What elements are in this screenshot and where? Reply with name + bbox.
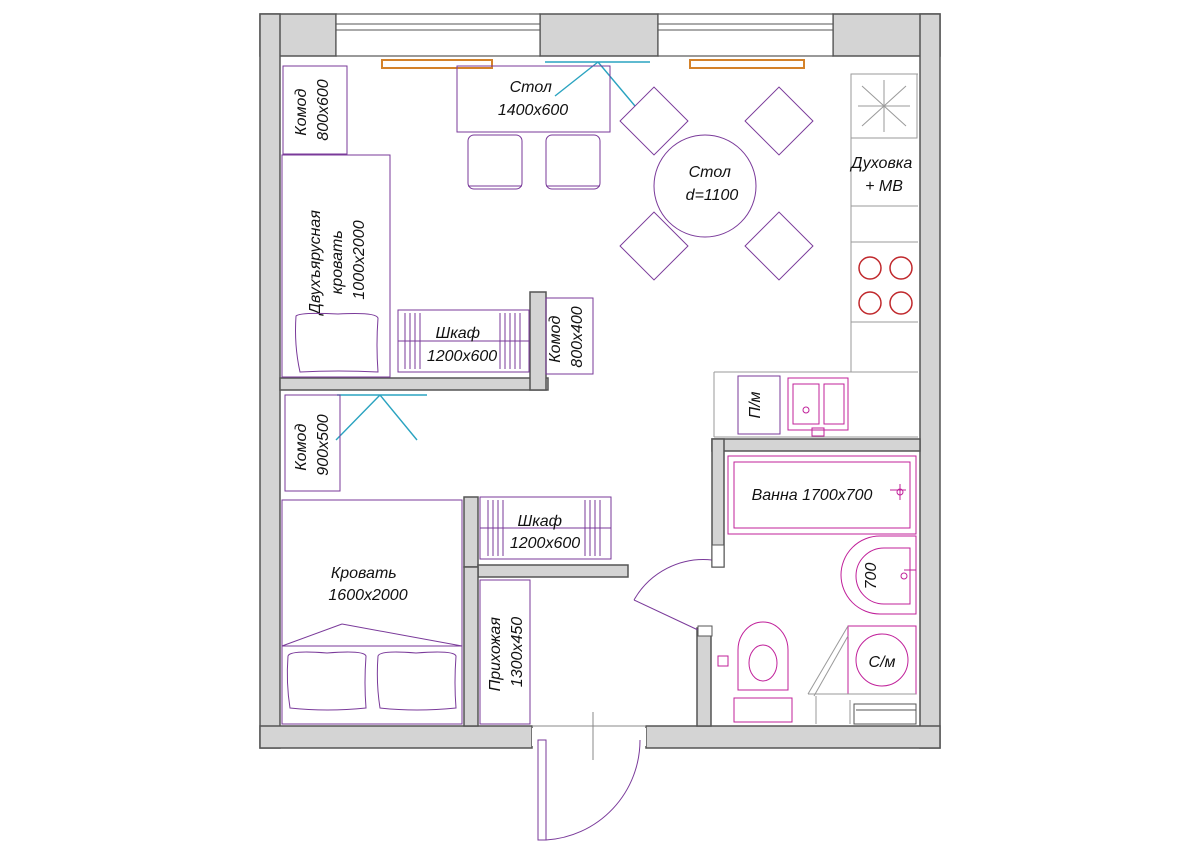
dishwasher: [737, 375, 781, 435]
oven-label: Духовка + МВ: [849, 155, 916, 195]
bathroom-fittings: [807, 625, 917, 725]
dresser-mid: [545, 297, 594, 375]
bedroom-door: [335, 394, 427, 441]
dresser-bedroom-label: Комод 900х500: [293, 414, 332, 475]
wardrobe-top: [397, 309, 530, 373]
hallway-label: Прихожая 1300х450: [487, 613, 526, 692]
bathtub-label: Ванна 1700х700: [752, 487, 873, 504]
dishwasher-label: П/м: [747, 391, 764, 418]
bunk-bed-label: Двухъярусная кровать 1000х2000: [307, 206, 368, 317]
round-table-label: Стол d=1100: [686, 164, 739, 204]
desk-label: Стол 1400х600: [498, 79, 568, 119]
hallway-closet: [479, 579, 531, 725]
radiator-left: [381, 59, 493, 69]
washer-label: С/м: [869, 654, 896, 671]
desk-chair-left: [467, 134, 523, 190]
bed-label: Кровать 1600х2000: [328, 565, 407, 604]
balcony-door: [545, 61, 650, 107]
desk-chair-right: [545, 134, 601, 190]
toilet-icon: [717, 621, 793, 723]
dresser-top: [282, 65, 348, 155]
kitchen-sink-icon: [787, 377, 849, 437]
entrance-door: [532, 712, 646, 841]
stove-burner-icon: [858, 256, 913, 315]
kitchen-cabinets: [713, 73, 918, 438]
bath-sink-icon: [840, 535, 917, 615]
bath-sink-label: 700: [863, 563, 880, 590]
dining-chairs: [619, 86, 814, 281]
pillow-icon: [295, 312, 379, 373]
desk: [456, 65, 611, 133]
walls: [259, 13, 941, 749]
dresser-mid-label: Комод 800х400: [547, 306, 586, 367]
radiator-right: [689, 59, 805, 69]
bed: [281, 499, 463, 725]
window-left: [335, 13, 541, 57]
bathtub-icon: [727, 455, 917, 535]
wardrobe-bottom: [479, 496, 612, 560]
dresser-top-label: Комод 800х600: [293, 79, 332, 140]
round-table: [653, 134, 757, 238]
wardrobe-top-label: Шкаф 1200х600: [427, 325, 497, 365]
dresser-bedroom: [284, 394, 341, 492]
window-right: [657, 13, 834, 57]
bathroom-door: [633, 544, 725, 637]
wardrobe-bottom-label: Шкаф 1200х600: [510, 513, 580, 552]
bunk-bed: [281, 154, 391, 378]
